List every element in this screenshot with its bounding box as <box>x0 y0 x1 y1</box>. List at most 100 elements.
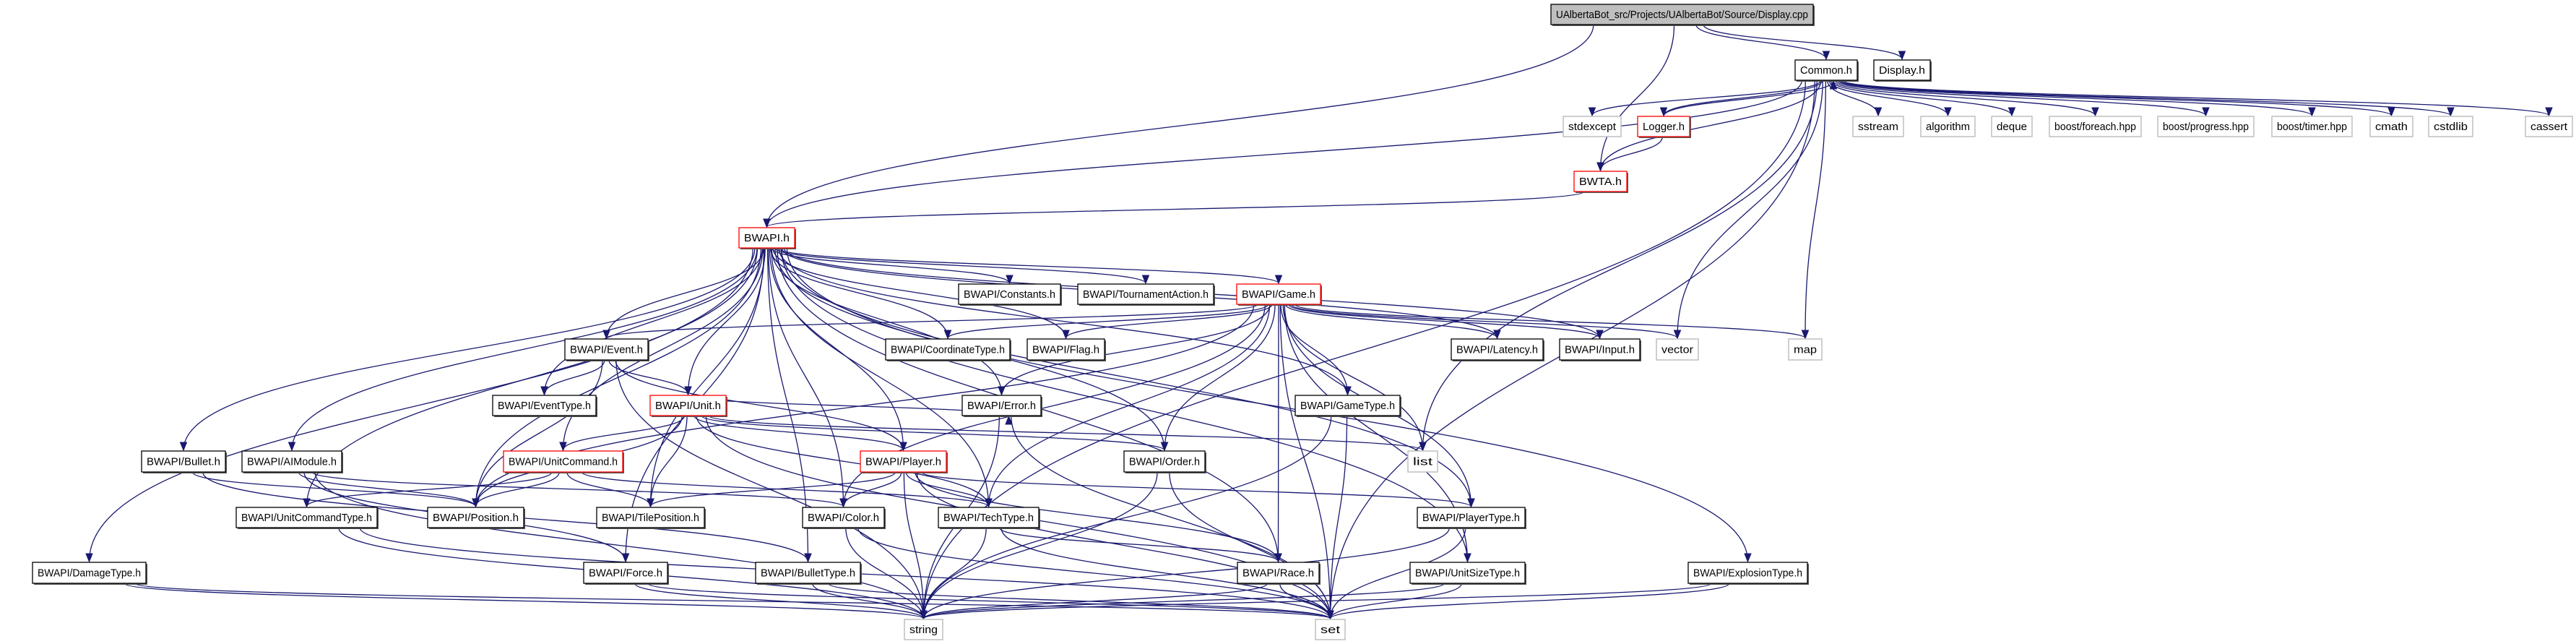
node-constants[interactable]: BWAPI/Constants.h <box>958 283 1062 306</box>
node-box <box>141 450 226 473</box>
node-unitcommand[interactable]: BWAPI/UnitCommand.h <box>503 450 624 473</box>
edge-playertype-to-set <box>1329 527 1466 619</box>
edge-explosiontype-to-set <box>1329 583 1730 619</box>
node-unitcommandtype[interactable]: BWAPI/UnitCommandType.h <box>235 507 379 529</box>
node-label: vector <box>1661 344 1693 356</box>
node-label: cassert <box>2530 121 2568 133</box>
node-latency[interactable]: BWAPI/Latency.h <box>1451 338 1544 361</box>
node-tournament[interactable]: BWAPI/TournamentAction.h <box>1077 283 1215 306</box>
node-label: sstream <box>1858 121 1898 133</box>
node-tileposition[interactable]: BWAPI/TilePosition.h <box>596 507 706 529</box>
edge-bwapi-to-bullettype <box>767 247 809 562</box>
node-unit[interactable]: BWAPI/Unit.h <box>649 395 727 417</box>
edge-common-to-list <box>1422 80 1818 451</box>
node-timer[interactable]: boost/timer.hpp <box>2271 116 2353 137</box>
node-player[interactable]: BWAPI/Player.h <box>860 450 948 473</box>
node-game[interactable]: BWAPI/Game.h <box>1236 283 1322 306</box>
arrowhead-icon <box>2308 107 2316 117</box>
edge-game-to-order <box>1164 304 1276 451</box>
node-vector[interactable]: vector <box>1656 338 1699 361</box>
node-error[interactable]: BWAPI/Error.h <box>961 395 1042 417</box>
node-box <box>1407 450 1438 473</box>
node-bwta[interactable]: BWTA.h <box>1573 171 1628 193</box>
node-playertype[interactable]: BWAPI/PlayerType.h <box>1417 507 1526 529</box>
edge-common-to-timer <box>1836 80 2313 116</box>
node-box <box>1637 116 1690 137</box>
node-string[interactable]: string <box>904 619 943 640</box>
node-box <box>32 562 147 584</box>
edge-bwapi-to-game <box>777 247 1279 284</box>
node-label: BWAPI/Game.h <box>1242 288 1315 301</box>
node-eventtype[interactable]: BWAPI/EventType.h <box>492 395 597 417</box>
node-race[interactable]: BWAPI/Race.h <box>1237 562 1321 585</box>
node-label: BWAPI/TechType.h <box>943 512 1034 524</box>
node-order[interactable]: BWAPI/Order.h <box>1123 450 1206 473</box>
arrowhead-icon <box>1744 553 1752 563</box>
node-coord[interactable]: BWAPI/CoordinateType.h <box>885 338 1011 361</box>
node-label: BWAPI.h <box>744 232 790 244</box>
edge-common-to-cassert <box>1842 80 2550 116</box>
arrowhead-icon <box>2202 107 2210 117</box>
node-stdexcept[interactable]: stdexcept <box>1563 116 1622 137</box>
node-damagetype[interactable]: BWAPI/DamageType.h <box>32 562 147 585</box>
node-list[interactable]: list <box>1407 450 1438 473</box>
node-position[interactable]: BWAPI/Position.h <box>427 507 525 529</box>
node-input[interactable]: BWAPI/Input.h <box>1559 338 1641 361</box>
node-bullettype[interactable]: BWAPI/BulletType.h <box>755 562 862 585</box>
edge-logger-to-bwta <box>1599 136 1663 171</box>
node-deque[interactable]: deque <box>1991 116 2033 137</box>
node-label: BWAPI/TilePosition.h <box>602 512 699 524</box>
edge-common-to-logger <box>1663 80 1823 116</box>
node-label: BWAPI/Event.h <box>570 344 643 356</box>
node-root[interactable]: UAlbertaBot_src/Projects/UAlbertaBot/Sou… <box>1550 4 1815 26</box>
node-label: BWAPI/ExplosionType.h <box>1693 567 1802 580</box>
edge-bwapi-to-aimodule <box>291 247 758 451</box>
node-box <box>583 562 668 584</box>
edge-game-to-error <box>1000 304 1271 395</box>
edge-bwapi-to-bullet <box>183 247 756 451</box>
edge-bwapi-to-error <box>771 247 1003 395</box>
node-label: BWAPI/BulletType.h <box>761 567 855 580</box>
edge-gametype-to-set <box>1329 415 1348 619</box>
edge-common-to-stdexcept <box>1591 80 1822 116</box>
node-set[interactable]: set <box>1315 619 1346 640</box>
node-event[interactable]: BWAPI/Event.h <box>564 338 649 361</box>
node-label: BWAPI/UnitCommand.h <box>509 456 618 468</box>
node-box <box>961 395 1042 416</box>
node-label: BWAPI/Player.h <box>865 456 941 468</box>
node-unitsizetype[interactable]: BWAPI/UnitSizeType.h <box>1409 562 1526 585</box>
node-color[interactable]: BWAPI/Color.h <box>802 507 886 529</box>
node-cassert[interactable]: cassert <box>2525 116 2573 137</box>
edge-game-to-input <box>1288 304 1601 339</box>
node-box <box>904 619 943 640</box>
edge-game-to-color <box>842 304 1266 507</box>
node-box <box>1417 507 1526 528</box>
node-common[interactable]: Common.h <box>1794 59 1859 82</box>
node-label: set <box>1321 624 1341 636</box>
node-sstream[interactable]: sstream <box>1852 116 1904 137</box>
node-flag[interactable]: BWAPI/Flag.h <box>1026 338 1106 361</box>
node-bwapi[interactable]: BWAPI.h <box>738 227 796 249</box>
node-foreach[interactable]: boost/foreach.hpp <box>2049 116 2142 137</box>
node-techtype[interactable]: BWAPI/TechType.h <box>938 507 1040 529</box>
edge-damagetype-to-string <box>124 583 925 619</box>
node-cstdlib[interactable]: cstdlib <box>2428 116 2473 137</box>
node-bullet[interactable]: BWAPI/Bullet.h <box>141 450 227 473</box>
edge-game-to-gametype <box>1280 304 1349 395</box>
node-explosiontype[interactable]: BWAPI/ExplosionType.h <box>1687 562 1809 585</box>
node-display[interactable]: Display.h <box>1873 59 1932 82</box>
node-box <box>235 507 378 528</box>
edge-unit-to-player <box>693 415 904 451</box>
arrowhead-icon <box>1829 80 1838 90</box>
node-aimodule[interactable]: BWAPI/AIModule.h <box>241 450 343 473</box>
node-force[interactable]: BWAPI/Force.h <box>583 562 669 585</box>
node-progress[interactable]: boost/progress.hpp <box>2157 116 2255 137</box>
arrowhead-icon <box>2545 107 2553 117</box>
node-algorithm[interactable]: algorithm <box>1920 116 1976 137</box>
node-box <box>1656 338 1699 361</box>
node-cmath[interactable]: cmath <box>2369 116 2413 137</box>
edge-event-to-player <box>615 359 904 451</box>
node-gametype[interactable]: BWAPI/GameType.h <box>1295 395 1401 417</box>
node-map[interactable]: map <box>1788 338 1823 361</box>
node-logger[interactable]: Logger.h <box>1637 116 1691 138</box>
